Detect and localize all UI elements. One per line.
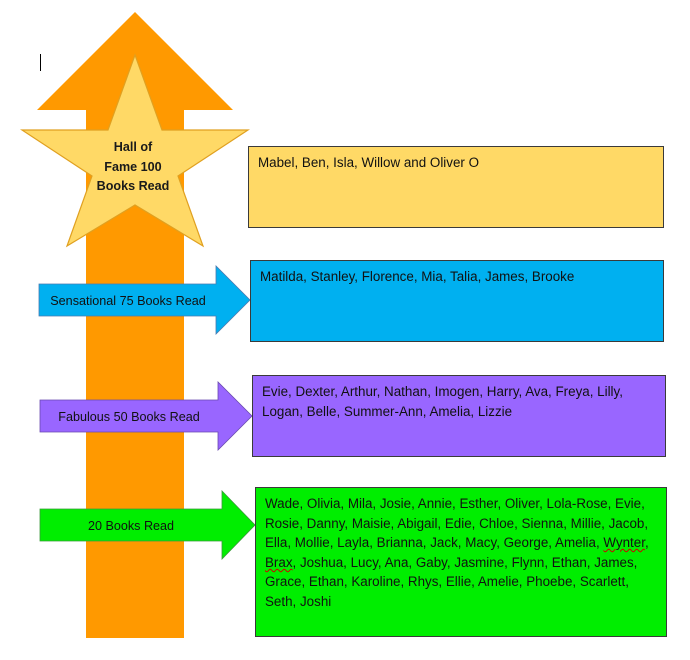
tier-box-100: Mabel, Ben, Isla, Willow and Oliver O [248, 146, 664, 228]
star-label-line: Books Read [96, 179, 170, 193]
tier-names-20-part: Wade, Olivia, Mila, Josie, Annie, Esther… [265, 496, 649, 551]
misspelled-name: Brax [265, 554, 293, 570]
tier-names-50: Evie, Dexter, Arthur, Nathan, Imogen, Ha… [262, 384, 623, 419]
tier-box-20: Wade, Olivia, Mila, Josie, Annie, Esther… [255, 487, 667, 637]
tier-label-20: 20 Books Read [87, 519, 175, 533]
tier-box-50: Evie, Dexter, Arthur, Nathan, Imogen, Ha… [252, 375, 666, 457]
tier-label-50: Fabulous 50 Books Read [58, 410, 200, 424]
text-cursor [40, 54, 41, 71]
hall-of-fame-label: Hall of Fame 100 Books Read [87, 138, 179, 197]
star-label-line: Fame 100 [104, 159, 162, 174]
tier-names-20-part: , Joshua, Lucy, Ana, Gaby, Jasmine, Flyn… [265, 554, 638, 609]
tier-names-20: Wade, Olivia, Mila, Josie, Annie, Esther… [265, 496, 649, 609]
tier-box-75: Matilda, Stanley, Florence, Mia, Talia, … [250, 260, 664, 342]
misspelled-name: Wynter [603, 535, 645, 551]
star-label-line: Hall of [113, 140, 153, 154]
right-arrow-icon [38, 265, 251, 335]
tier-names-75: Matilda, Stanley, Florence, Mia, Talia, … [260, 269, 575, 284]
tier-names-100: Mabel, Ben, Isla, Willow and Oliver O [258, 155, 480, 170]
star-icon [19, 53, 251, 248]
right-arrow-icon [39, 381, 253, 451]
tier-label-75: Sensational 75 Books Read [50, 294, 206, 308]
right-arrow-icon [39, 490, 256, 560]
tier-names-20-part: , [644, 535, 649, 551]
